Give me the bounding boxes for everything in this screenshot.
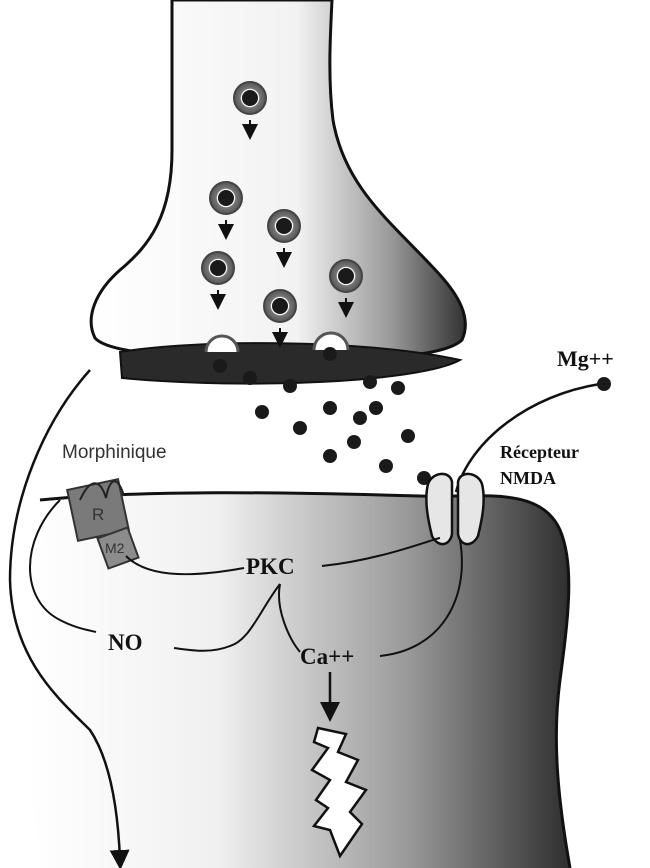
receptor-label-line1: Récepteur: [500, 442, 579, 462]
mg-ion-icon: [597, 377, 611, 391]
neurotransmitter-dot-icon: [347, 435, 361, 449]
morphinique-label: Morphinique: [62, 442, 167, 463]
neurotransmitter-dot-icon: [369, 401, 383, 415]
pkc-label: PKC: [246, 554, 295, 579]
neurotransmitter-dot-icon: [391, 381, 405, 395]
neurotransmitter-dot-icon: [353, 411, 367, 425]
m2-label: M2: [105, 540, 125, 556]
mg-label: Mg++: [557, 346, 614, 371]
neurotransmitter-dot-icon: [323, 347, 337, 361]
neurotransmitter-dot-icon: [213, 359, 227, 373]
no-label: NO: [108, 630, 143, 655]
neurotransmitter-dot-icon: [293, 421, 307, 435]
neurotransmitter-dot-icon: [363, 375, 377, 389]
ca-label: Ca++: [300, 644, 354, 669]
presynaptic-terminal: [91, 0, 465, 384]
neurotransmitter-dot-icon: [401, 429, 415, 443]
neurotransmitter-dot-icon: [323, 449, 337, 463]
neurotransmitter-dot-icon: [255, 405, 269, 419]
receptor-r-label: R: [92, 505, 104, 524]
neurotransmitter-dot-icon: [379, 459, 393, 473]
neurotransmitter-dot-icon: [323, 401, 337, 415]
neurotransmitter-dot-icon: [283, 379, 297, 393]
neurotransmitter-dot-icon: [243, 371, 257, 385]
receptor-label-line2: NMDA: [500, 468, 556, 488]
